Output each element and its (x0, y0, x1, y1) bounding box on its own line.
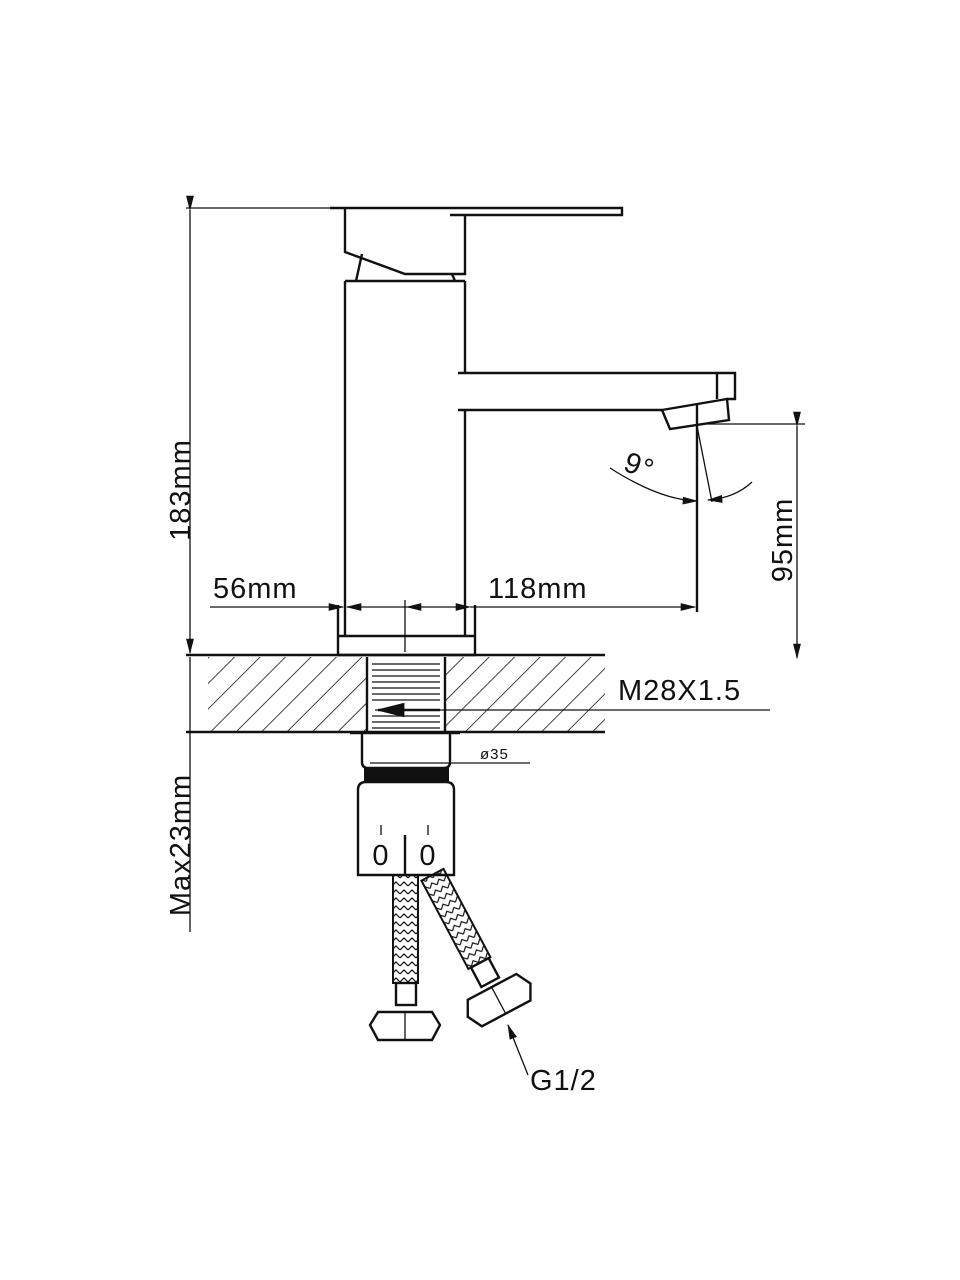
height-label: 183mm (165, 439, 197, 541)
countertop-section: M28X1.5 (186, 653, 770, 734)
hose-connection-callout: G1/2 (507, 1023, 597, 1097)
hose-connection-label: G1/2 (530, 1065, 597, 1097)
hex-nut-left (368, 1010, 442, 1042)
spout (458, 371, 737, 612)
spout-height-label: 95mm (767, 498, 799, 583)
faucet-body (343, 279, 467, 636)
cartridge-body: 0 0 (356, 780, 456, 877)
max-thickness-label: Max23mm (165, 774, 197, 916)
hex-nut-right (466, 972, 532, 1028)
mounting-nut: ø35 (350, 731, 530, 782)
handle (330, 206, 624, 282)
angle-dimension: 9° (609, 425, 753, 505)
spout-reach-label: 118mm (488, 573, 588, 605)
hose-right (420, 867, 532, 1028)
thread-band (364, 768, 449, 782)
spout-height-dimension: 95mm (703, 411, 805, 660)
horizontal-dimensions: 56mm 118mm (210, 573, 697, 611)
angle-label: 9° (620, 447, 659, 487)
height-dimension: 183mm (165, 195, 345, 655)
threaded-shank (365, 657, 447, 732)
max-thickness-dimension: Max23mm (165, 657, 197, 932)
marking-right: 0 (419, 840, 436, 872)
hose-left (368, 874, 442, 1042)
thread-label: M28X1.5 (618, 675, 741, 707)
marking-left: 0 (372, 840, 389, 872)
base-offset-label: 56mm (213, 573, 298, 605)
aerator (660, 397, 731, 431)
base (336, 600, 477, 657)
nut-diameter-label: ø35 (480, 746, 509, 763)
